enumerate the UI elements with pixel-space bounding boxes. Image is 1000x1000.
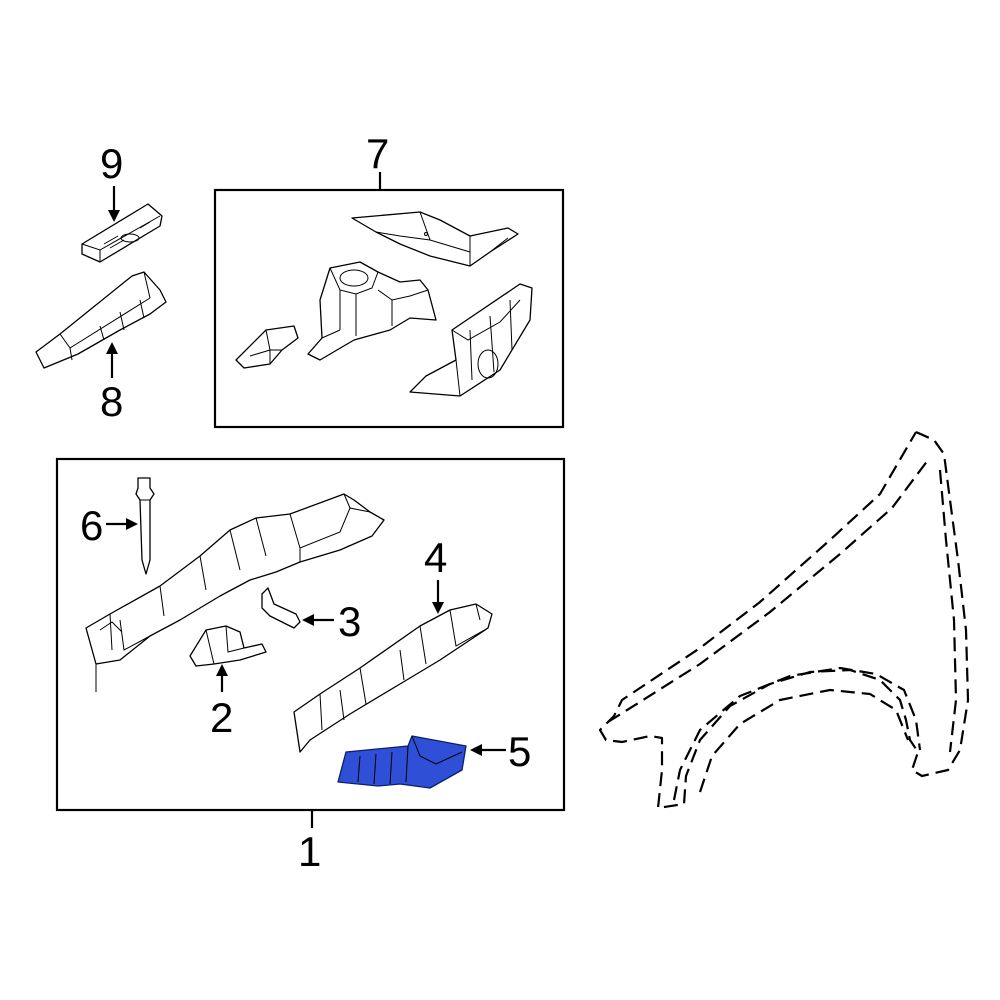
part-4-rail-section[interactable] (293, 603, 493, 753)
callout-2-arrowhead (216, 664, 228, 676)
callout-1-label[interactable]: 1 (298, 828, 321, 875)
part-5-highlighted-bracket[interactable] (337, 735, 467, 789)
assembly-box-7 (213, 188, 565, 429)
fender-outline (598, 430, 970, 810)
part-5-body (337, 735, 467, 789)
callout-8-arrowhead (106, 342, 118, 354)
callout-9-arrowhead (108, 210, 120, 222)
callout-4-arrowhead (432, 602, 444, 614)
part-7-small-bracket[interactable] (235, 325, 299, 369)
callout-3-arrowhead (302, 614, 314, 626)
assembly-box-1 (55, 457, 566, 812)
callout-5-label[interactable]: 5 (508, 728, 531, 775)
callout-6-arrowhead (126, 518, 138, 530)
part-3-bracket[interactable] (261, 587, 301, 629)
part-7-wheelhouse-panel[interactable] (409, 283, 533, 397)
callout-8-label[interactable]: 8 (100, 378, 123, 425)
part-6-rod[interactable] (135, 477, 155, 575)
callout-7-label[interactable]: 7 (366, 130, 389, 177)
part-1-front-side-rail[interactable] (85, 493, 385, 692)
part-9-reinforcement[interactable] (81, 203, 163, 263)
part-7-apron-tower[interactable] (307, 261, 437, 361)
part-8-front-rail-extension[interactable] (35, 271, 167, 369)
part-2-bracket[interactable] (189, 625, 267, 667)
callout-2-label[interactable]: 2 (210, 694, 233, 741)
callout-5-arrowhead (470, 744, 482, 756)
callout-3-label[interactable]: 3 (338, 598, 361, 645)
callout-4-label[interactable]: 4 (424, 534, 447, 581)
callout-6-label[interactable]: 6 (80, 502, 103, 549)
part-7-upper-bracket[interactable] (351, 211, 519, 267)
callout-9-label[interactable]: 9 (100, 140, 123, 187)
